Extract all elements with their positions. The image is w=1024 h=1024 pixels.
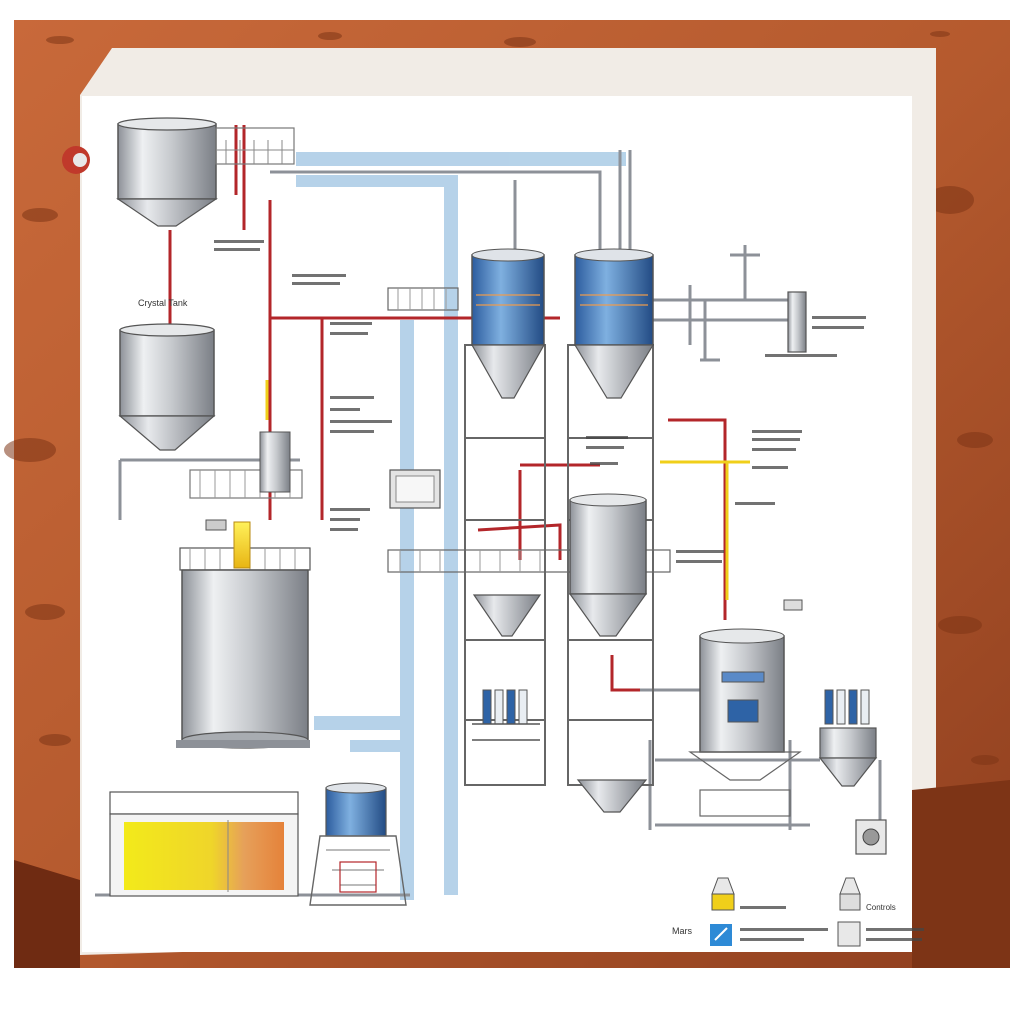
crystal-tank [118,323,216,451]
legend [710,877,861,947]
red-pipes [168,125,727,692]
blue-ducts [296,152,626,900]
legend-item-2-label: Controls [866,903,896,912]
large-reactor [176,521,311,749]
crystal-tank-label: Crystal Tank [138,298,188,308]
filter-rack-2 [824,689,870,725]
pump [855,819,887,855]
control-box [389,469,441,509]
heat-unit [109,791,299,897]
legend-mars-label: Mars [672,926,692,936]
right-small-hopper [818,727,878,787]
upper-glass-reactor-2 [573,248,655,399]
annotation-marks [214,240,924,941]
middle-steel-tank [568,493,648,637]
top-hopper [116,117,295,227]
separator-hopper [472,594,542,637]
small-glass-tank [309,782,407,906]
grey-pipes [95,150,882,897]
condenser [787,291,807,353]
yellow-pipes [265,380,750,600]
upper-glass-reactor-1 [470,248,546,399]
bottom-tower-hopper [576,779,648,813]
feed-valve-assembly [189,431,303,531]
filter-rack-1 [472,689,540,741]
right-storage-tank [688,599,803,817]
